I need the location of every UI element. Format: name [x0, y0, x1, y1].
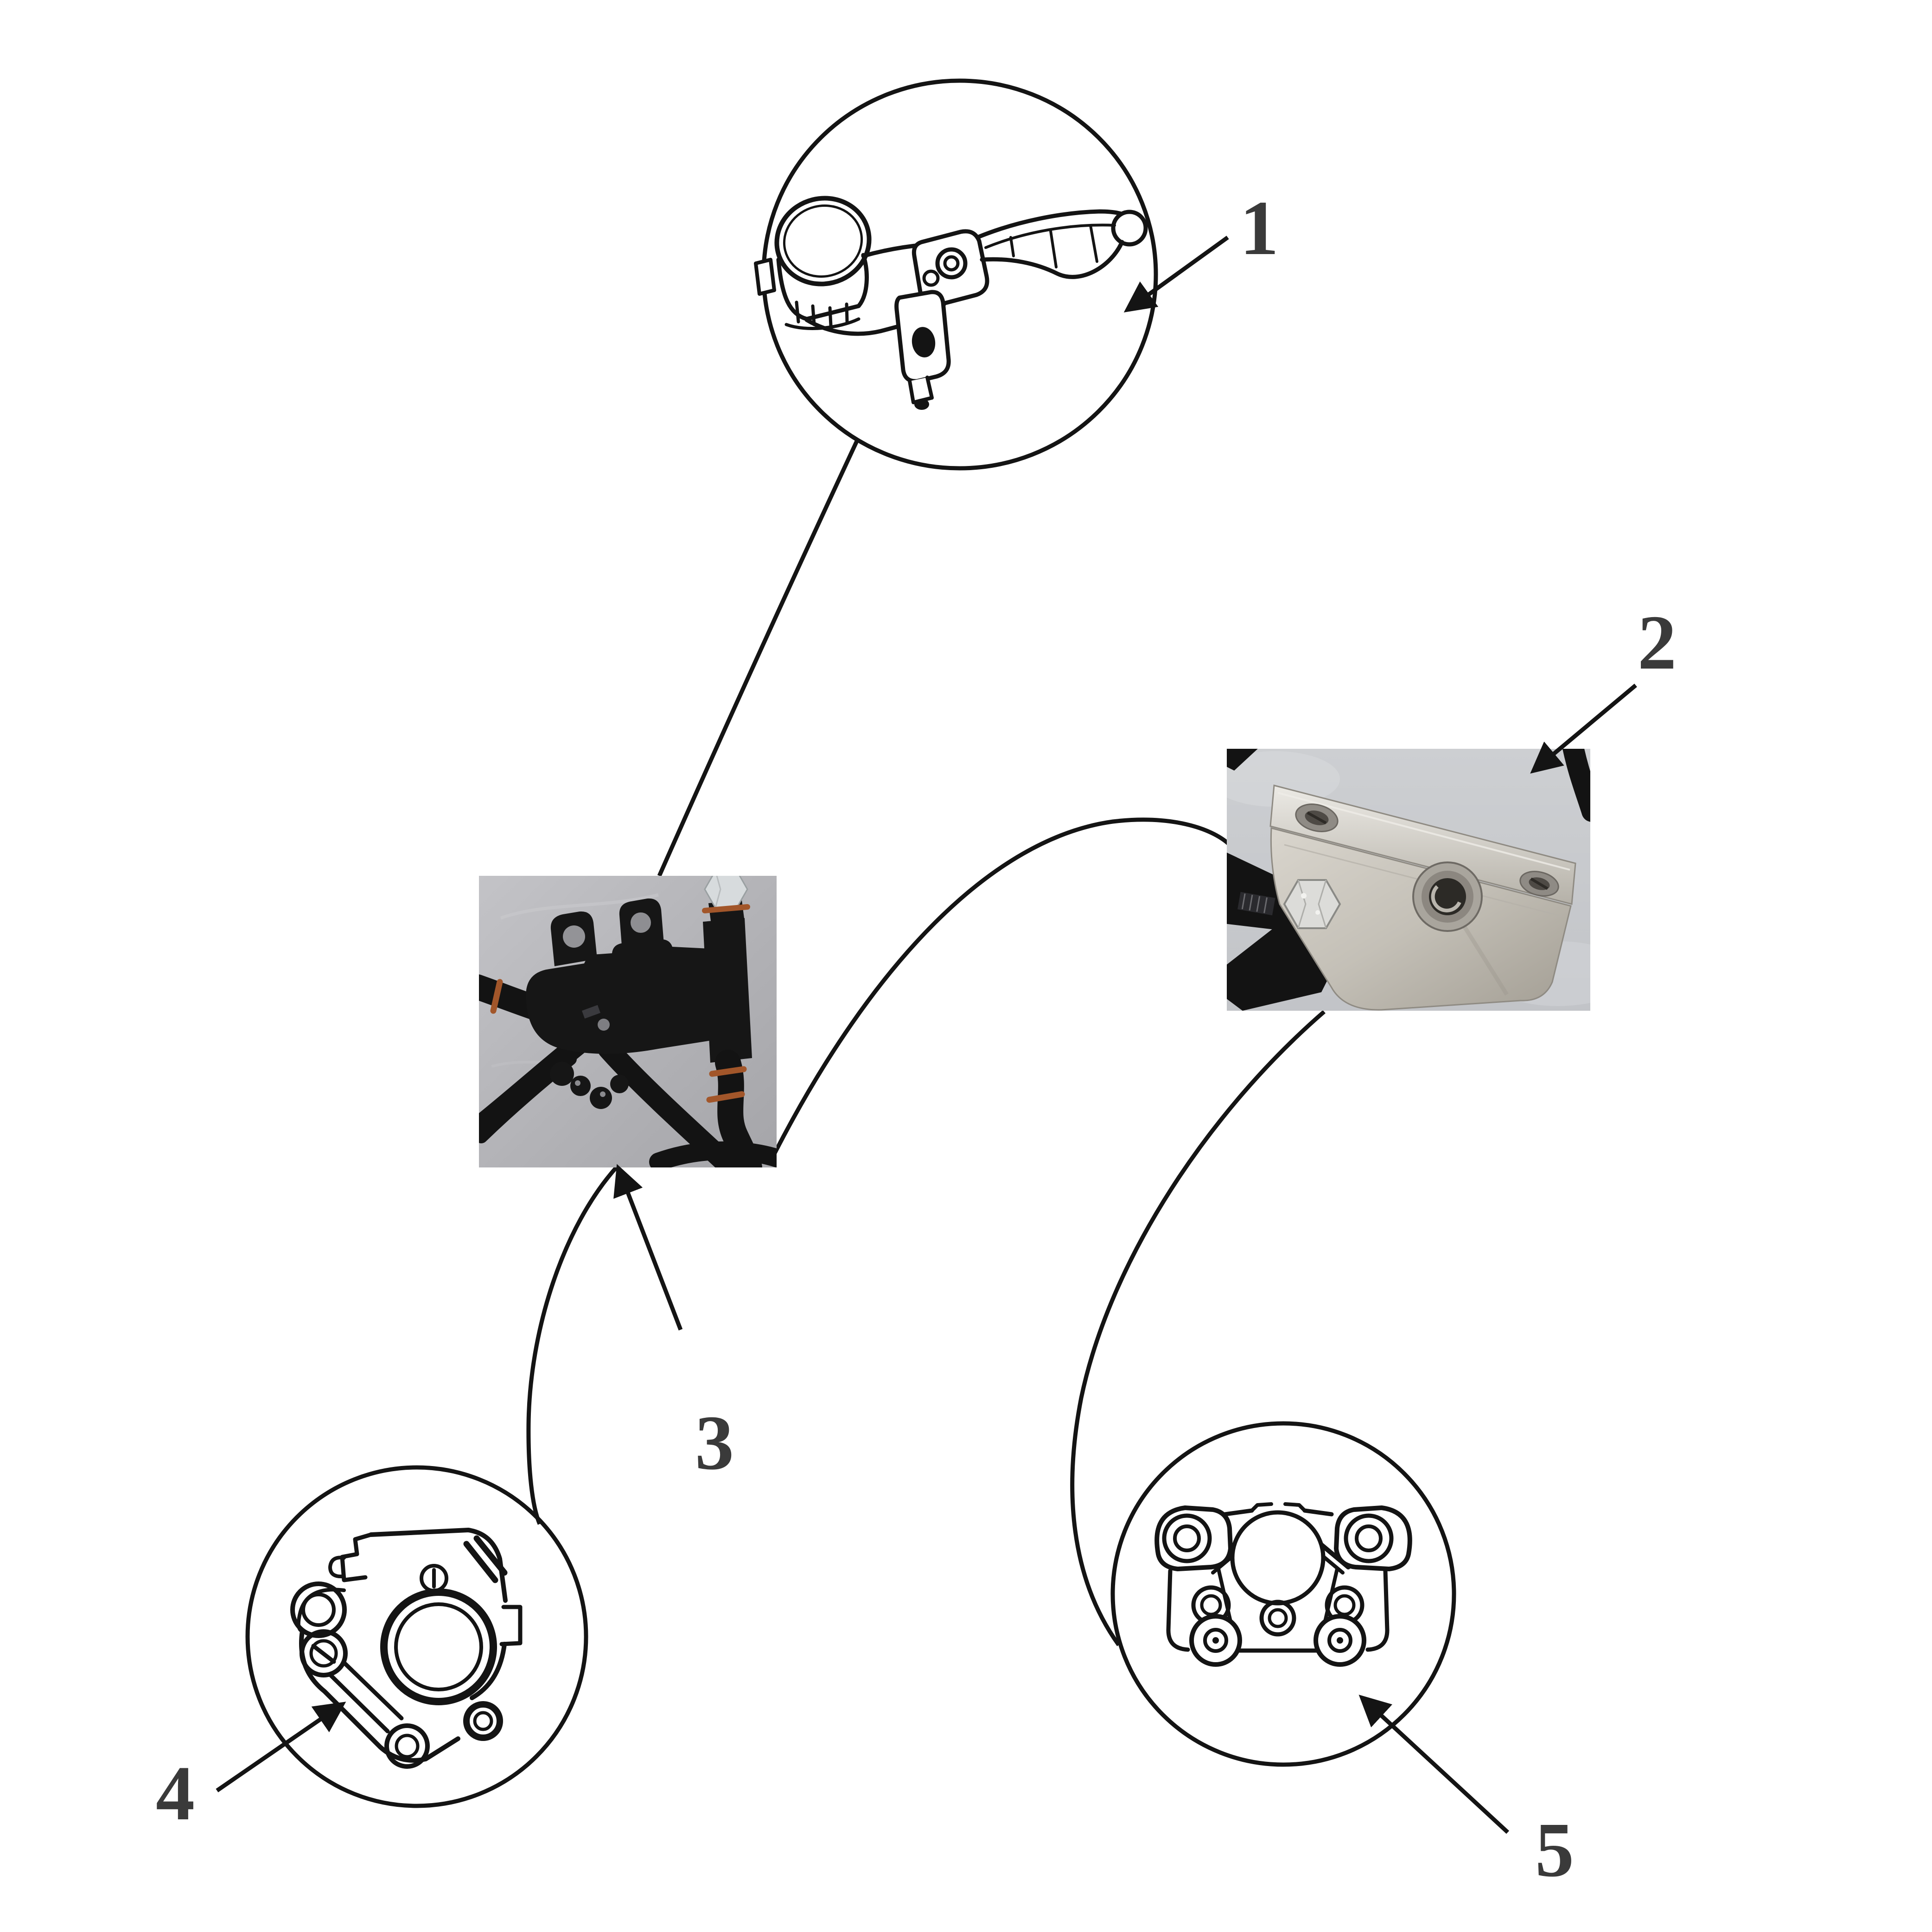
rear-caliper-hub	[1230, 1510, 1326, 1606]
rear-ear-left	[1154, 1505, 1233, 1571]
arrow-2	[1530, 683, 1637, 774]
connector-junction-to-front-caliper	[526, 1165, 619, 1525]
callout-label-1: 1	[1240, 185, 1279, 271]
front-caliper-drawing	[290, 1528, 523, 1769]
reservoir-side-tab	[754, 258, 776, 296]
reservoir-cap	[774, 196, 872, 287]
caliper-bleeder	[463, 1701, 503, 1741]
part2-reservoir-photo	[1227, 749, 1590, 1011]
switch-hole	[912, 327, 936, 357]
lever-ball-end	[1111, 210, 1148, 247]
caliper-mount-ear	[290, 1581, 347, 1638]
part1-front-brake-lever	[754, 78, 1158, 471]
lever-pivot-hole	[935, 247, 968, 280]
callout-label-5: 5	[1535, 1807, 1574, 1893]
flange-screw-right	[1519, 871, 1559, 897]
lever-blade-bottom	[980, 240, 1124, 279]
arrow-4	[216, 1702, 346, 1792]
brake-lever-drawing	[754, 196, 1148, 410]
junction-right-hose	[715, 1050, 762, 1167]
connector-lever-to-junction	[657, 437, 861, 877]
arrow-1	[1123, 236, 1229, 312]
part5-rear-caliper	[1110, 1421, 1456, 1767]
junction-vertical-port	[703, 918, 752, 1063]
callout-label-2: 2	[1638, 599, 1677, 686]
connector-reservoir-to-rear-caliper	[1070, 1010, 1326, 1646]
caliper-bore	[380, 1588, 497, 1705]
part4-front-caliper	[245, 1465, 588, 1808]
callout-label-4: 4	[156, 1750, 195, 1836]
reservoir-hose	[1562, 749, 1590, 822]
reservoir-top-flange	[1269, 784, 1576, 905]
rear-caliper-drawing	[1154, 1502, 1412, 1667]
caliper-bolt-bottom	[384, 1723, 430, 1769]
arrow-3	[613, 1164, 683, 1331]
part4-bubble-circle	[245, 1465, 588, 1808]
callout-labels: 1 2 3 4 5	[156, 185, 1677, 1893]
arrow-5	[1358, 1695, 1510, 1834]
connector-lines	[526, 437, 1326, 1646]
connector-junction-to-reservoir	[772, 817, 1230, 1154]
part5-bubble-circle	[1110, 1421, 1456, 1767]
callout-label-3: 3	[695, 1400, 734, 1486]
part3-junction-photo	[479, 876, 777, 1167]
callout-arrows	[216, 236, 1637, 1834]
flange-screw-left	[1295, 803, 1339, 832]
